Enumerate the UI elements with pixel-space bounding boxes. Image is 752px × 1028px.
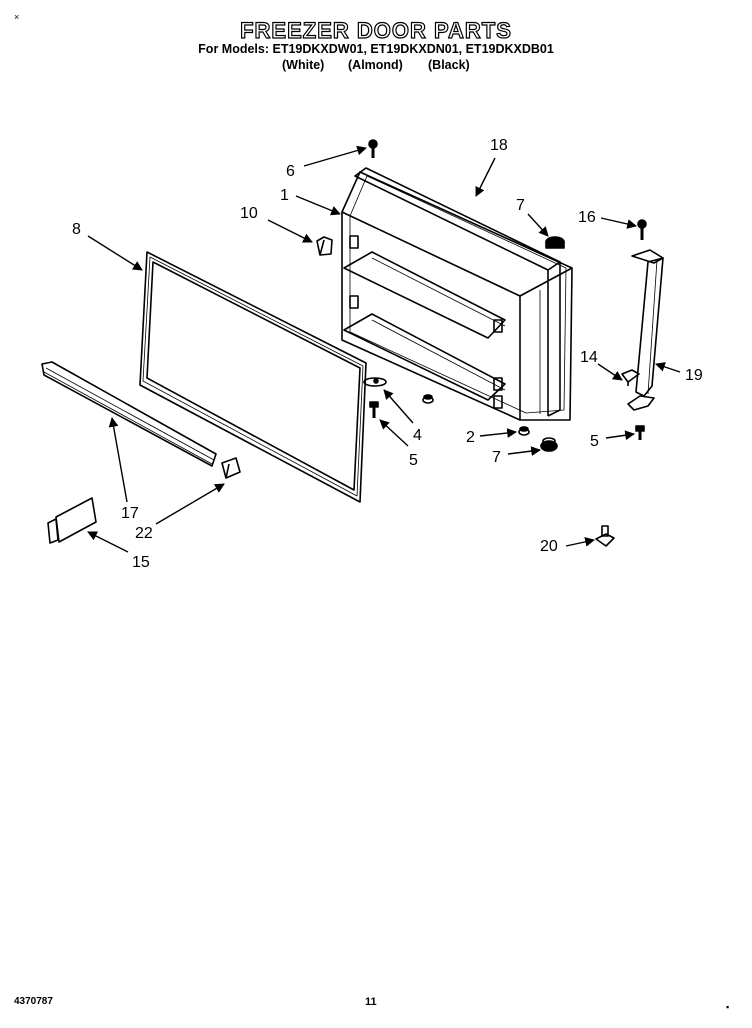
- callout-19: 19: [685, 367, 703, 384]
- callout-8: 8: [72, 221, 81, 238]
- callout-5-right: 5: [590, 433, 599, 450]
- callout-18: 18: [490, 137, 508, 154]
- callout-20: 20: [540, 538, 558, 555]
- callout-7-bottom: 7: [492, 449, 501, 466]
- callout-labels: 6 1 10 8 18 7 16 14 19 5 4 5 2 7 17 22 1…: [72, 137, 703, 571]
- callout-7-top: 7: [516, 197, 525, 214]
- callout-5-left: 5: [409, 452, 418, 469]
- part-5-screw-left: [369, 401, 379, 418]
- color-almond: (Almond): [348, 58, 403, 72]
- part-7-cap-top: [545, 236, 565, 249]
- color-black: (Black): [428, 58, 470, 72]
- document-number: 4370787: [14, 996, 53, 1007]
- callout-6: 6: [286, 163, 295, 180]
- page-number: 11: [365, 996, 377, 1008]
- part-7-gear-bushing: [540, 437, 558, 452]
- part-17-trim-strip: [41, 361, 217, 467]
- callout-14: 14: [580, 349, 598, 366]
- model-list: For Models: ET19DKXDW01, ET19DKXDN01, ET…: [198, 42, 554, 56]
- part-8-gasket: [139, 251, 367, 503]
- part-18-outer-door: [354, 167, 561, 417]
- callout-4: 4: [413, 427, 422, 444]
- part-2-bushings: [422, 394, 530, 436]
- callout-15: 15: [132, 554, 150, 571]
- part-16-screw: [637, 219, 647, 240]
- callout-22: 22: [135, 525, 153, 542]
- leader-lines: [87, 145, 681, 553]
- part-4-washer: [363, 377, 387, 387]
- part-15-label-plate: [47, 497, 97, 544]
- page-title: FREEZER DOOR PARTS: [239, 17, 512, 43]
- callout-10: 10: [240, 205, 258, 222]
- part-19-handle: [627, 249, 664, 411]
- part-22-end-cap: [221, 457, 241, 479]
- callout-1: 1: [280, 187, 289, 204]
- corner-mark: ×: [14, 12, 20, 22]
- color-white: (White): [282, 58, 325, 72]
- callout-17: 17: [121, 505, 139, 522]
- part-20-plug: [595, 525, 615, 547]
- part-14-handle-clip: [621, 369, 640, 386]
- part-5-screw-right: [635, 425, 645, 440]
- callout-2: 2: [466, 429, 475, 446]
- part-1-door-liner: [341, 171, 573, 421]
- callout-16: 16: [578, 209, 596, 226]
- part-10-spacer: [316, 236, 333, 256]
- part-6-screw: [368, 139, 378, 158]
- corner-dot: ▪: [726, 1002, 730, 1012]
